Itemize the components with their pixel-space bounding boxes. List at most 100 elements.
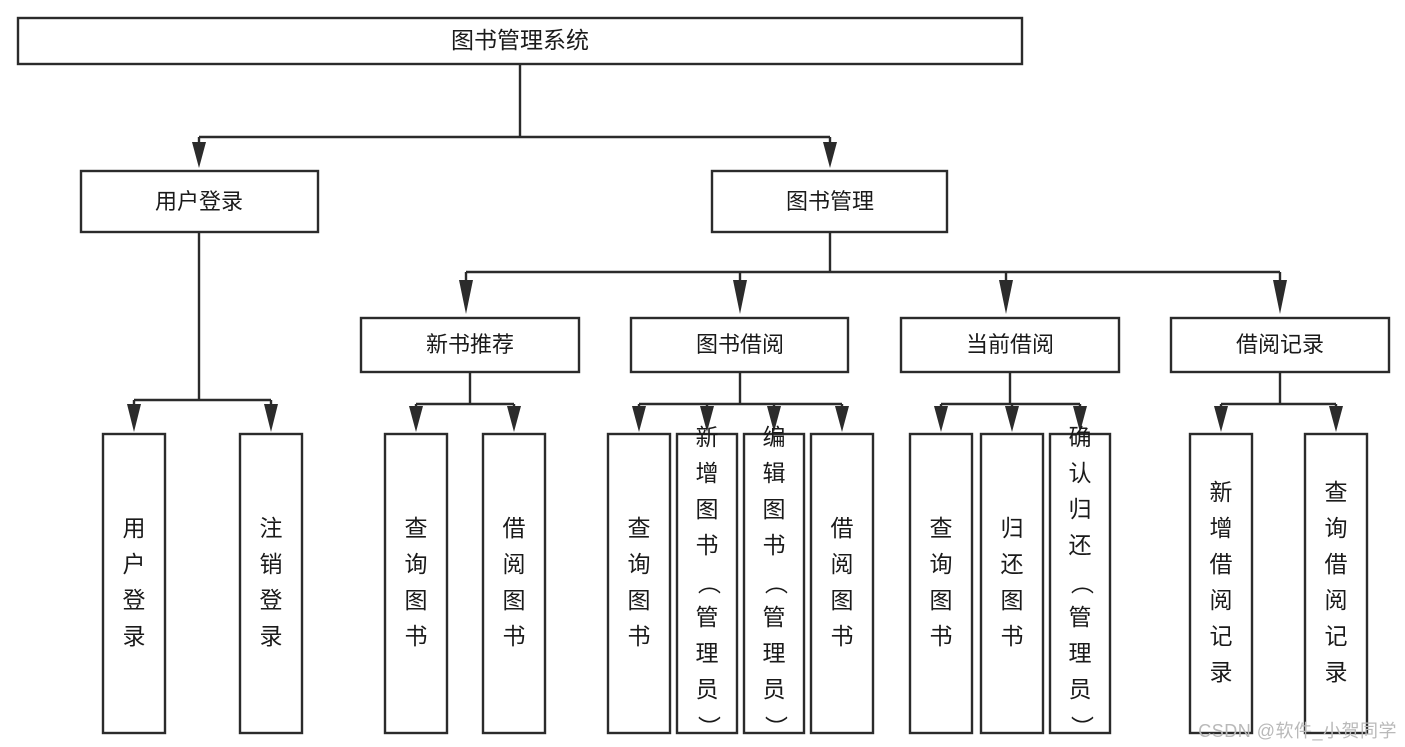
leaf-query-book-2-box[interactable] <box>606 432 672 735</box>
svg-text:户: 户 <box>123 551 146 577</box>
arrow-to-current-borrow <box>999 280 1013 314</box>
svg-text:员: 员 <box>763 676 786 702</box>
svg-text:借: 借 <box>1325 551 1348 577</box>
svg-text:认: 认 <box>1069 460 1092 486</box>
arrow-leaf-logout-login <box>264 404 278 432</box>
svg-text:理: 理 <box>1069 640 1092 666</box>
leaf-user-login-box[interactable] <box>101 432 167 735</box>
svg-text:书: 书 <box>405 623 428 649</box>
node-new-book-recommend-box[interactable] <box>359 316 581 374</box>
svg-text:记: 记 <box>1325 623 1348 649</box>
svg-text:书: 书 <box>696 532 719 558</box>
arrow-leaf-add-book <box>700 406 714 432</box>
node-user-login-box[interactable] <box>79 169 320 234</box>
arrow-leaf-query-book-3 <box>934 406 948 432</box>
leaf-return-book-box[interactable] <box>979 432 1045 735</box>
node-root[interactable]: 图书管理系统 <box>16 16 1024 66</box>
svg-text:理: 理 <box>763 640 786 666</box>
svg-text:图: 图 <box>405 587 428 613</box>
node-current-borrow-box[interactable] <box>899 316 1121 374</box>
svg-text:查: 查 <box>1325 479 1348 505</box>
node-borrow-record[interactable]: 借阅记录 <box>1169 316 1391 374</box>
node-book-manage[interactable]: 图书管理 <box>710 169 949 234</box>
leaf-borrow-book-2-box[interactable] <box>809 432 875 735</box>
arrow-leaf-borrow-book-1 <box>507 406 521 432</box>
svg-text:录: 录 <box>260 623 283 649</box>
node-root-box[interactable] <box>16 16 1024 66</box>
arrow-leaf-query-book-1 <box>409 406 423 432</box>
svg-text:借: 借 <box>1210 551 1233 577</box>
leaf-query-book-1-box[interactable] <box>383 432 449 735</box>
arrow-to-book-manage <box>823 142 837 168</box>
svg-text:录: 录 <box>1325 659 1348 685</box>
svg-text:辑: 辑 <box>763 460 786 486</box>
node-new-book-recommend-label: 新书推荐 <box>426 332 514 357</box>
node-book-borrow-label: 图书借阅 <box>696 332 784 357</box>
svg-text:增: 增 <box>1210 515 1233 541</box>
node-borrow-record-label: 借阅记录 <box>1236 332 1324 357</box>
svg-text:书: 书 <box>503 623 526 649</box>
leaf-logout-login-box[interactable] <box>238 432 304 735</box>
svg-text:书: 书 <box>1001 623 1024 649</box>
node-user-login[interactable]: 用户登录 <box>79 169 320 234</box>
svg-text:图: 图 <box>503 587 526 613</box>
svg-text:注: 注 <box>260 515 283 541</box>
arrow-to-borrow-record <box>1273 280 1287 314</box>
svg-text:阅: 阅 <box>831 551 854 577</box>
svg-text:书: 书 <box>763 532 786 558</box>
arrow-leaf-user-login <box>127 404 141 432</box>
svg-text:阅: 阅 <box>503 551 526 577</box>
arrow-to-new-book-recommend <box>459 280 473 314</box>
svg-text:图: 图 <box>696 496 719 522</box>
leaf-edit-book-box[interactable] <box>742 432 806 735</box>
leaf-query-book-3-box[interactable] <box>908 432 974 735</box>
node-borrow-record-box[interactable] <box>1169 316 1391 374</box>
leaf-borrow-book-1-box[interactable] <box>481 432 547 735</box>
node-book-borrow-box[interactable] <box>629 316 850 374</box>
leaf-add-record-box[interactable] <box>1188 432 1254 735</box>
svg-text:新: 新 <box>696 424 719 450</box>
leaf-query-record-box[interactable] <box>1303 432 1369 735</box>
arrow-leaf-edit-book <box>767 406 781 432</box>
svg-text:管: 管 <box>1069 604 1092 630</box>
svg-text:（: （ <box>763 572 789 595</box>
svg-text:图: 图 <box>930 587 953 613</box>
leaf-confirm-return-box[interactable] <box>1048 432 1112 735</box>
svg-text:还: 还 <box>1001 551 1024 577</box>
node-book-borrow[interactable]: 图书借阅 <box>629 316 850 374</box>
svg-text:询: 询 <box>1325 515 1348 541</box>
svg-text:图: 图 <box>763 496 786 522</box>
node-current-borrow-label: 当前借阅 <box>966 332 1054 357</box>
svg-text:阅: 阅 <box>1325 587 1348 613</box>
svg-text:）: ） <box>763 716 789 739</box>
svg-text:员: 员 <box>696 676 719 702</box>
node-new-book-recommend[interactable]: 新书推荐 <box>359 316 581 374</box>
arrow-leaf-borrow-book-2 <box>835 406 849 432</box>
leaf-add-book-box[interactable] <box>675 432 739 735</box>
svg-text:询: 询 <box>628 551 651 577</box>
node-current-borrow[interactable]: 当前借阅 <box>899 316 1121 374</box>
leaf-node[interactable]: 用户登录 <box>101 432 167 735</box>
svg-text:询: 询 <box>405 551 428 577</box>
node-book-manage-box[interactable] <box>710 169 949 234</box>
connector-layer <box>127 64 1343 432</box>
